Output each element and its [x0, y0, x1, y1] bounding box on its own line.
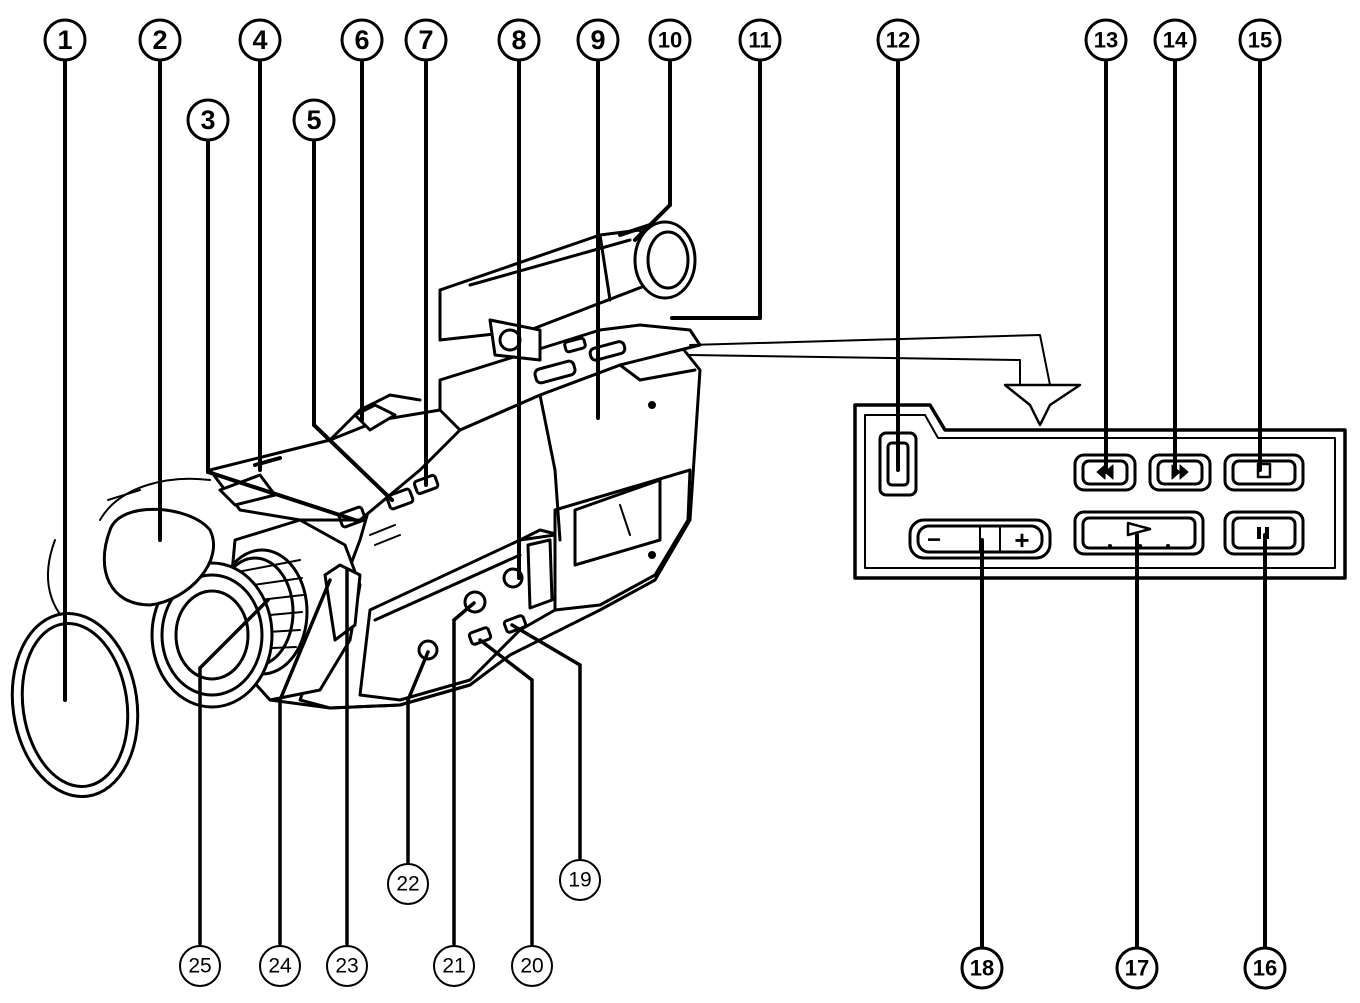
callout-8: 8 — [497, 18, 541, 62]
pause-icon — [1257, 527, 1269, 539]
pointer-arrow — [1003, 383, 1082, 427]
minus-label: − — [927, 527, 941, 554]
callout-9: 9 — [576, 18, 620, 62]
callout-23: 23 — [326, 945, 368, 987]
callout-25: 25 — [179, 945, 221, 987]
svg-text:23: 23 — [335, 955, 358, 978]
svg-text:20: 20 — [520, 955, 543, 978]
callout-5: 5 — [292, 98, 336, 142]
callout-markers: 1 2 3 4 5 6 7 8 9 10 11 12 13 14 15 16 1… — [43, 18, 1287, 990]
svg-text:17: 17 — [1125, 956, 1149, 981]
callout-4: 4 — [238, 18, 282, 62]
callout-22: 22 — [387, 863, 429, 905]
leader-lines — [63, 60, 1267, 950]
callout-2: 2 — [138, 18, 182, 62]
plus-label: + — [1014, 525, 1029, 555]
fast-forward-button[interactable] — [1148, 453, 1212, 492]
svg-text:7: 7 — [418, 25, 433, 55]
callout-11: 11 — [738, 18, 782, 62]
svg-text:19: 19 — [568, 869, 591, 892]
svg-text:9: 9 — [590, 25, 605, 55]
svg-text:24: 24 — [268, 955, 292, 978]
play-icon — [1126, 521, 1152, 537]
svg-text:12: 12 — [886, 28, 910, 53]
callout-13: 13 — [1084, 18, 1128, 62]
svg-text:21: 21 — [442, 955, 465, 978]
svg-text:4: 4 — [252, 25, 267, 55]
stop-button[interactable] — [1223, 453, 1305, 492]
svg-text:8: 8 — [511, 25, 526, 55]
svg-text:11: 11 — [748, 28, 771, 53]
callout-20: 20 — [511, 945, 553, 987]
svg-text:16: 16 — [1253, 956, 1277, 981]
callout-16: 16 — [1243, 946, 1287, 990]
callout-17: 17 — [1115, 946, 1159, 990]
callout-24: 24 — [259, 945, 301, 987]
svg-text:5: 5 — [306, 105, 321, 135]
svg-text:14: 14 — [1163, 28, 1188, 53]
callout-21: 21 — [433, 945, 475, 987]
callout-18: 18 — [960, 946, 1004, 990]
callout-14: 14 — [1153, 18, 1197, 62]
svg-text:25: 25 — [188, 955, 211, 978]
callout-3: 3 — [186, 98, 230, 142]
callout-12: 12 — [876, 18, 920, 62]
svg-text:15: 15 — [1248, 28, 1272, 53]
callout-19: 19 — [559, 859, 601, 901]
callout-15: 15 — [1238, 18, 1282, 62]
callout-6: 6 — [340, 18, 384, 62]
callout-1: 1 — [43, 18, 87, 62]
callout-10: 10 — [648, 18, 692, 62]
tape-control-panel: − + — [689, 334, 1347, 580]
callout-7: 7 — [404, 18, 448, 62]
camcorder-illustration — [10, 220, 702, 799]
svg-text:2: 2 — [152, 25, 167, 55]
svg-text:13: 13 — [1094, 28, 1118, 53]
svg-text:6: 6 — [354, 25, 369, 55]
svg-text:3: 3 — [200, 105, 215, 135]
svg-text:1: 1 — [57, 25, 72, 55]
svg-text:10: 10 — [658, 28, 682, 53]
svg-text:18: 18 — [970, 956, 994, 981]
svg-text:22: 22 — [396, 873, 419, 896]
